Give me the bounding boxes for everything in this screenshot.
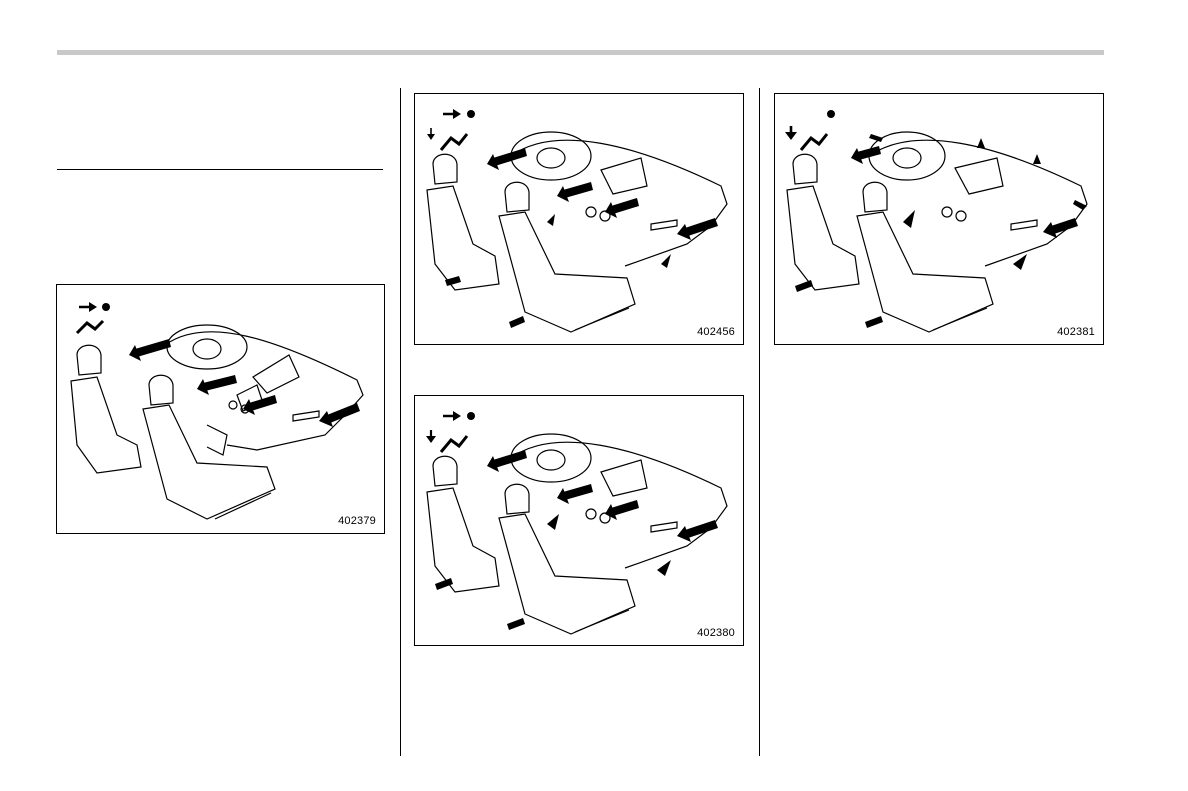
figure-vent-heat-defrost: 402381	[774, 93, 1104, 345]
figure-code: 402379	[338, 515, 376, 527]
figure-vent-heat: 402380	[414, 395, 744, 646]
figure-code: 402381	[1057, 326, 1095, 338]
section-rule	[57, 169, 383, 170]
vent-face-icon	[77, 302, 110, 333]
cabin-illustration	[415, 94, 743, 344]
header-rule	[57, 50, 1104, 55]
figure-code: 402456	[697, 326, 735, 338]
figure-vent-face: 402379	[56, 284, 385, 534]
cabin-illustration	[415, 396, 743, 645]
cabin-illustration	[775, 94, 1103, 344]
figure-vent-bilevel: 402456	[414, 93, 744, 345]
figure-code: 402380	[697, 627, 735, 639]
vent-heat-icon	[426, 411, 475, 452]
vent-heat-defrost-icon	[785, 110, 835, 150]
cabin-illustration	[57, 285, 384, 533]
vent-bilevel-icon	[427, 109, 475, 150]
column-divider-right	[759, 88, 760, 756]
column-divider-left	[400, 88, 401, 756]
